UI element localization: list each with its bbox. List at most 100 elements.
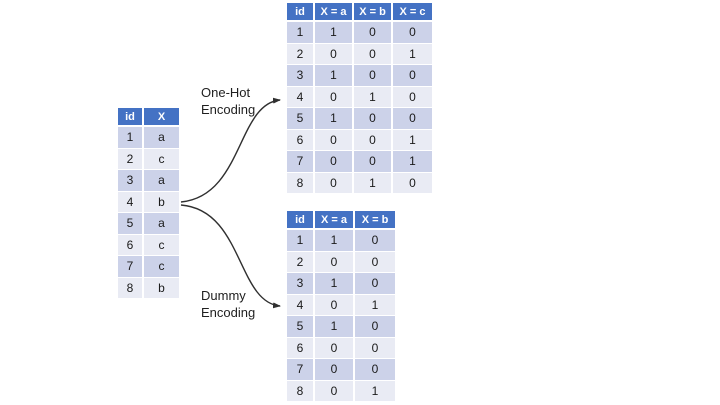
table-cell: 3 xyxy=(287,273,315,295)
table-cell: 2 xyxy=(118,148,144,170)
column-header: X = b xyxy=(354,3,393,22)
table-cell: 0 xyxy=(355,273,395,295)
table-cell: 0 xyxy=(354,108,393,130)
table-cell: 1 xyxy=(393,43,432,65)
table-cell: 7 xyxy=(287,151,315,173)
table-cell: 0 xyxy=(393,65,432,87)
table-cell: 0 xyxy=(355,230,395,252)
table-cell: 1 xyxy=(355,380,395,402)
table-cell: 1 xyxy=(355,294,395,316)
table-cell: 0 xyxy=(315,251,355,273)
table-cell: 0 xyxy=(315,86,354,108)
table-cell: 4 xyxy=(287,294,315,316)
table-cell: 1 xyxy=(315,22,354,44)
table-cell: 5 xyxy=(287,316,315,338)
table-cell: 2 xyxy=(287,43,315,65)
table-cell: 0 xyxy=(315,129,354,151)
table-cell: 0 xyxy=(354,65,393,87)
table-cell: a xyxy=(144,170,179,192)
table-cell: 1 xyxy=(315,230,355,252)
column-header: X = a xyxy=(315,211,355,230)
table-cell: 6 xyxy=(118,234,144,256)
table-cell: 1 xyxy=(354,172,393,194)
table-cell: 1 xyxy=(315,108,354,130)
table-cell: 8 xyxy=(287,172,315,194)
table-cell: 0 xyxy=(393,108,432,130)
table-cell: c xyxy=(144,148,179,170)
column-header: id xyxy=(287,211,315,230)
column-header: id xyxy=(287,3,315,22)
table-cell: 0 xyxy=(354,151,393,173)
table-cell: 6 xyxy=(287,337,315,359)
table-cell: 1 xyxy=(287,22,315,44)
table-cell: 0 xyxy=(393,86,432,108)
table-cell: 0 xyxy=(355,359,395,381)
table-cell: 0 xyxy=(354,129,393,151)
table-cell: 0 xyxy=(393,22,432,44)
table-cell: 3 xyxy=(287,65,315,87)
table-cell: 3 xyxy=(118,170,144,192)
table-cell: 0 xyxy=(315,43,354,65)
column-header: id xyxy=(118,108,144,127)
table-cell: a xyxy=(144,127,179,149)
table-cell: c xyxy=(144,256,179,278)
table-cell: 0 xyxy=(315,359,355,381)
table-cell: 4 xyxy=(287,86,315,108)
column-header: X xyxy=(144,108,179,127)
table-cell: 0 xyxy=(315,294,355,316)
column-header: X = c xyxy=(393,3,432,22)
table-cell: 7 xyxy=(118,256,144,278)
column-header: X = a xyxy=(315,3,354,22)
table-cell: b xyxy=(144,277,179,299)
table-cell: 5 xyxy=(287,108,315,130)
table-cell: 8 xyxy=(118,277,144,299)
table-cell: 0 xyxy=(315,172,354,194)
table-cell: 7 xyxy=(287,359,315,381)
one-hot-encoding-label: One-Hot Encoding xyxy=(201,85,256,117)
table-cell: 1 xyxy=(287,230,315,252)
table-cell: 1 xyxy=(393,129,432,151)
table-cell: 0 xyxy=(315,151,354,173)
table-cell: 1 xyxy=(315,65,354,87)
table-cell: a xyxy=(144,213,179,235)
table-cell: 0 xyxy=(393,172,432,194)
table-cell: 0 xyxy=(315,337,355,359)
table-cell: 1 xyxy=(354,86,393,108)
table-cell: b xyxy=(144,191,179,213)
table-cell: 0 xyxy=(354,22,393,44)
table-cell: c xyxy=(144,234,179,256)
column-header: X = b xyxy=(355,211,395,230)
table-cell: 0 xyxy=(355,316,395,338)
table-cell: 0 xyxy=(355,251,395,273)
table-cell: 2 xyxy=(287,251,315,273)
table-cell: 0 xyxy=(315,380,355,402)
table-cell: 4 xyxy=(118,191,144,213)
table-cell: 0 xyxy=(354,43,393,65)
table-cell: 6 xyxy=(287,129,315,151)
